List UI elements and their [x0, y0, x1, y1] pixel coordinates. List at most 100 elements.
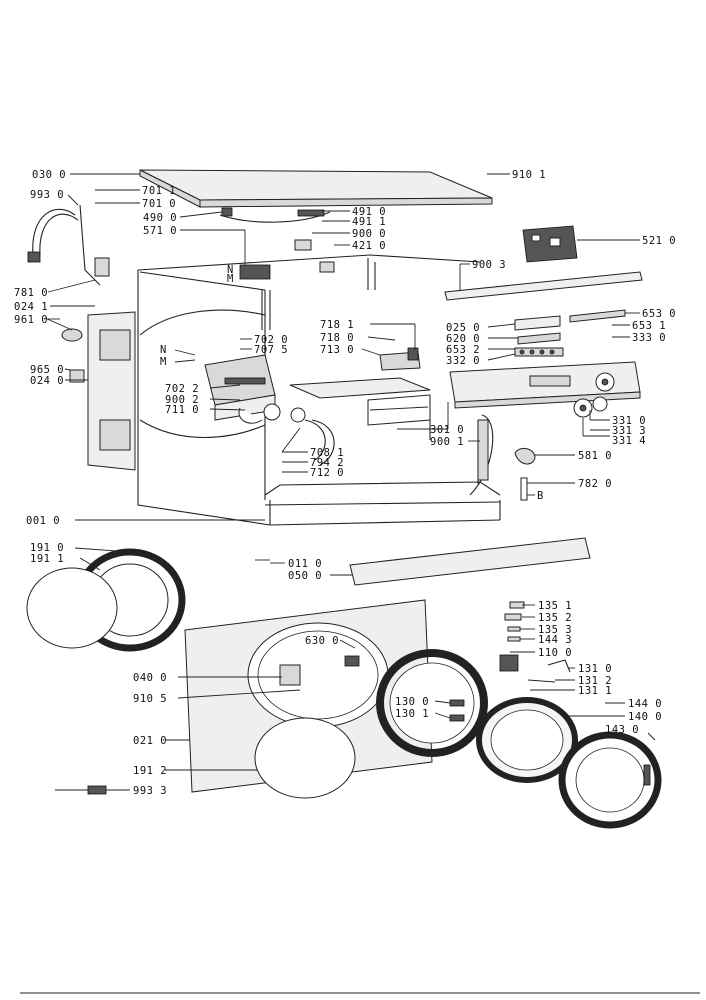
door-glass [476, 697, 578, 783]
pressure-sensor [61, 328, 83, 342]
sensor-cable [44, 317, 73, 331]
indicator-bar [517, 332, 561, 345]
label-screw-900-2: 900 2 [165, 394, 199, 406]
top-cover [139, 169, 493, 208]
hose-pipe-outer [311, 419, 335, 466]
label-hinge-135-1: 135 1 [538, 600, 572, 612]
label-M: M [160, 356, 167, 368]
label-clamp-707: 707 5 [254, 344, 288, 356]
label-door-inner-143: 143 0 [605, 724, 639, 736]
label-hinge-135-2: 135 2 [538, 612, 572, 624]
door-ring [376, 649, 488, 757]
pin-782 [520, 477, 528, 501]
label-front-panel-040: 040 0 [133, 672, 167, 684]
detergent-dispenser [204, 354, 306, 424]
label-buttons-332: 332 0 [446, 355, 480, 367]
label-screw-900-3: 900 3 [472, 259, 506, 271]
label-ring-130-0: 130 0 [395, 696, 429, 708]
label-gasket-191-1: 191 1 [30, 553, 64, 565]
drawer-housing [289, 377, 431, 426]
label-latch-131-1: 131 1 [578, 685, 612, 697]
light-strip [569, 309, 626, 323]
label-hose-713: 713 0 [320, 344, 354, 356]
label-door-lock-630: 630 0 [305, 635, 339, 647]
knob-set [573, 396, 608, 418]
label-tool-993-3: 993 3 [133, 785, 167, 797]
capacitor-421 [319, 261, 335, 273]
hose-pipe [304, 419, 326, 461]
motor-wiring [469, 414, 494, 496]
program-board [514, 315, 561, 331]
label-knob-331-0: 331 0 [612, 415, 646, 427]
label-door-frame-144: 144 0 [628, 698, 662, 710]
label-sensor-581: 581 0 [578, 450, 612, 462]
label-strip-653-0: 653 0 [642, 308, 676, 320]
label-N-2: N [227, 264, 234, 276]
label-bellows-711: 711 0 [165, 404, 199, 416]
label-lock-110: 110 0 [538, 647, 572, 659]
label-gasket-191-0: 191 0 [30, 542, 64, 554]
label-hinge-135-3: 135 3 [538, 624, 572, 636]
front-panel [184, 599, 433, 799]
part-labels: 030 0 910 1 993 0 701 1 701 0 490 0 491 … [14, 169, 676, 797]
label-plinth-050: 050 0 [288, 570, 322, 582]
label-knob-331-3: 331 3 [612, 425, 646, 437]
part-965 [69, 369, 85, 383]
label-panel-620: 620 0 [446, 333, 480, 345]
pump-bracket [94, 257, 110, 277]
label-hose-712: 712 0 [310, 467, 344, 479]
door-inner [558, 731, 662, 829]
label-hose-702-0: 702 0 [254, 334, 288, 346]
leader-lines [47, 173, 656, 791]
label-switch-333: 333 0 [632, 332, 666, 344]
label-drain-781: 781 0 [14, 287, 48, 299]
label-pressure-961: 961 0 [14, 314, 48, 326]
label-latch-131-0: 131 0 [578, 663, 612, 675]
pressure-sensor-581 [514, 447, 536, 465]
label-M-2: M [227, 273, 234, 285]
label-ring-130-1: 130 1 [395, 708, 429, 720]
label-bracket-701-0: 701 0 [142, 198, 176, 210]
control-panel [449, 361, 641, 409]
label-screw-900-1: 900 1 [430, 436, 464, 448]
label-front-021: 021 0 [133, 735, 167, 747]
pcb-board [522, 225, 578, 263]
label-B: B [537, 490, 544, 502]
connector-490 [221, 207, 233, 217]
label-door-glass-140: 140 0 [628, 711, 662, 723]
label-top-cover: 030 0 [32, 169, 66, 181]
top-rail [444, 271, 643, 301]
terminal-block [239, 264, 271, 280]
label-capacitor-421: 421 0 [352, 240, 386, 252]
label-connector-491-1: 491 1 [352, 216, 386, 228]
label-control-panel-301: 301 0 [430, 424, 464, 436]
label-N: N [160, 344, 167, 356]
label-rail-025: 025 0 [446, 322, 480, 334]
label-cabinet-001: 001 0 [26, 515, 60, 527]
label-seal-191-2: 191 2 [133, 765, 167, 777]
label-clip-701-1: 701 1 [142, 185, 176, 197]
label-inlet-hose: 993 0 [30, 189, 64, 201]
label-910-5: 910 5 [133, 693, 167, 705]
left-side-panel [87, 311, 136, 471]
label-valve-718-0: 718 0 [320, 332, 354, 344]
label-clip-653-1: 653 1 [632, 320, 666, 332]
label-wiring-490: 490 0 [143, 212, 177, 224]
label-pipe-708: 708 1 [310, 447, 344, 459]
connector-491 [297, 209, 325, 217]
inlet-hose-outer [39, 213, 79, 256]
label-connector-491-0: 491 0 [352, 206, 386, 218]
label-bar-653-2: 653 2 [446, 344, 480, 356]
label-knob-331-4: 331 4 [612, 435, 646, 447]
button-row [514, 347, 564, 357]
label-part-965: 965 0 [30, 364, 64, 376]
label-foot-011: 011 0 [288, 558, 322, 570]
filter-900 [294, 239, 312, 251]
hose-fitting [27, 251, 41, 263]
label-pin-782: 782 0 [578, 478, 612, 490]
hinge-parts [499, 601, 571, 683]
label-clamp-794: 794 2 [310, 457, 344, 469]
label-valve-718-1: 718 1 [320, 319, 354, 331]
label-harness-571: 571 0 [143, 225, 177, 237]
